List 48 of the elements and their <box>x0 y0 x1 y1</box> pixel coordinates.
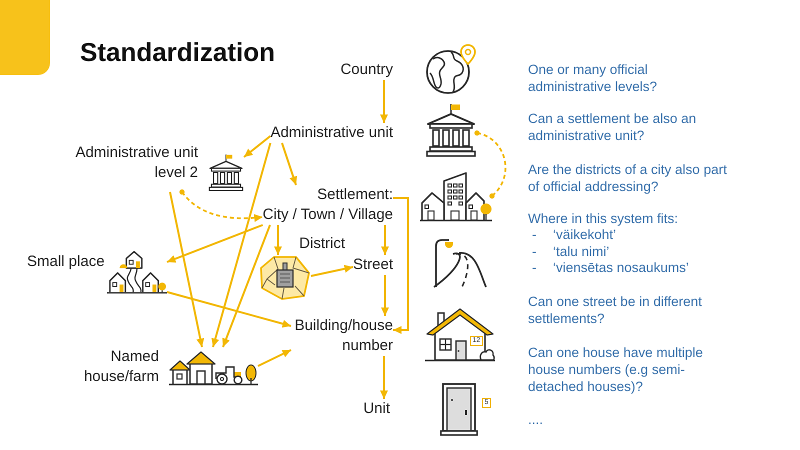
level-label: Settlement: <box>317 185 393 205</box>
dashed-arrow <box>179 189 263 222</box>
district-map-icon <box>259 255 311 301</box>
level-label: District <box>299 234 345 254</box>
arrow <box>166 291 292 328</box>
arrow <box>381 225 389 255</box>
level-label: Small place <box>27 252 105 272</box>
door-icon <box>440 383 478 436</box>
question-text: Can a settlement be also an administrative unit? <box>528 110 698 144</box>
level-label: Administrative unit level 2 <box>74 143 198 183</box>
dashed-connector <box>474 130 506 199</box>
arrow <box>258 349 292 367</box>
level-label: Unit <box>363 399 390 419</box>
level-label: Country <box>340 60 393 80</box>
slide-title: Standardization <box>80 37 276 67</box>
arrow <box>166 224 264 263</box>
list-dash: - <box>532 226 536 243</box>
arrow <box>380 80 388 123</box>
question-text: One or many official administrative levels? <box>528 61 658 95</box>
government-building-icon <box>425 103 477 157</box>
city-buildings-icon <box>420 170 492 222</box>
globe-icon <box>425 43 477 95</box>
arrow <box>380 356 388 399</box>
list-item: ‘viensētas nosaukums’ <box>553 259 689 276</box>
arrow <box>222 224 271 348</box>
level-label: City / Town / Village <box>262 205 393 225</box>
list-item: ‘talu nimi’ <box>553 243 610 260</box>
question-text: Where in this system fits: <box>528 210 678 227</box>
list-item: ‘väikekoht’ <box>553 226 616 243</box>
arrow <box>393 197 409 334</box>
question-text: Can one house have multiple house numbers (e.g semi-detached houses)? <box>528 344 704 395</box>
ellipsis-text: .... <box>528 411 544 428</box>
arrow <box>310 264 354 277</box>
arrow <box>243 135 272 158</box>
list-dash: - <box>532 243 536 260</box>
arrow <box>381 275 389 316</box>
question-text: Can one street be in different settlements? <box>528 293 703 327</box>
level-label: Administrative unit <box>270 123 393 143</box>
question-text: Are the districts of a city also part of official addressing? <box>528 161 728 195</box>
arrow <box>274 225 282 255</box>
arrow <box>169 192 204 348</box>
house-icon <box>425 306 495 364</box>
arrow <box>211 142 272 348</box>
arrow <box>281 142 298 186</box>
level-label: Street <box>352 255 393 275</box>
level-label: Building/house number <box>291 316 393 356</box>
list-dash: - <box>532 259 536 276</box>
level-label: Named house/farm <box>82 347 159 387</box>
